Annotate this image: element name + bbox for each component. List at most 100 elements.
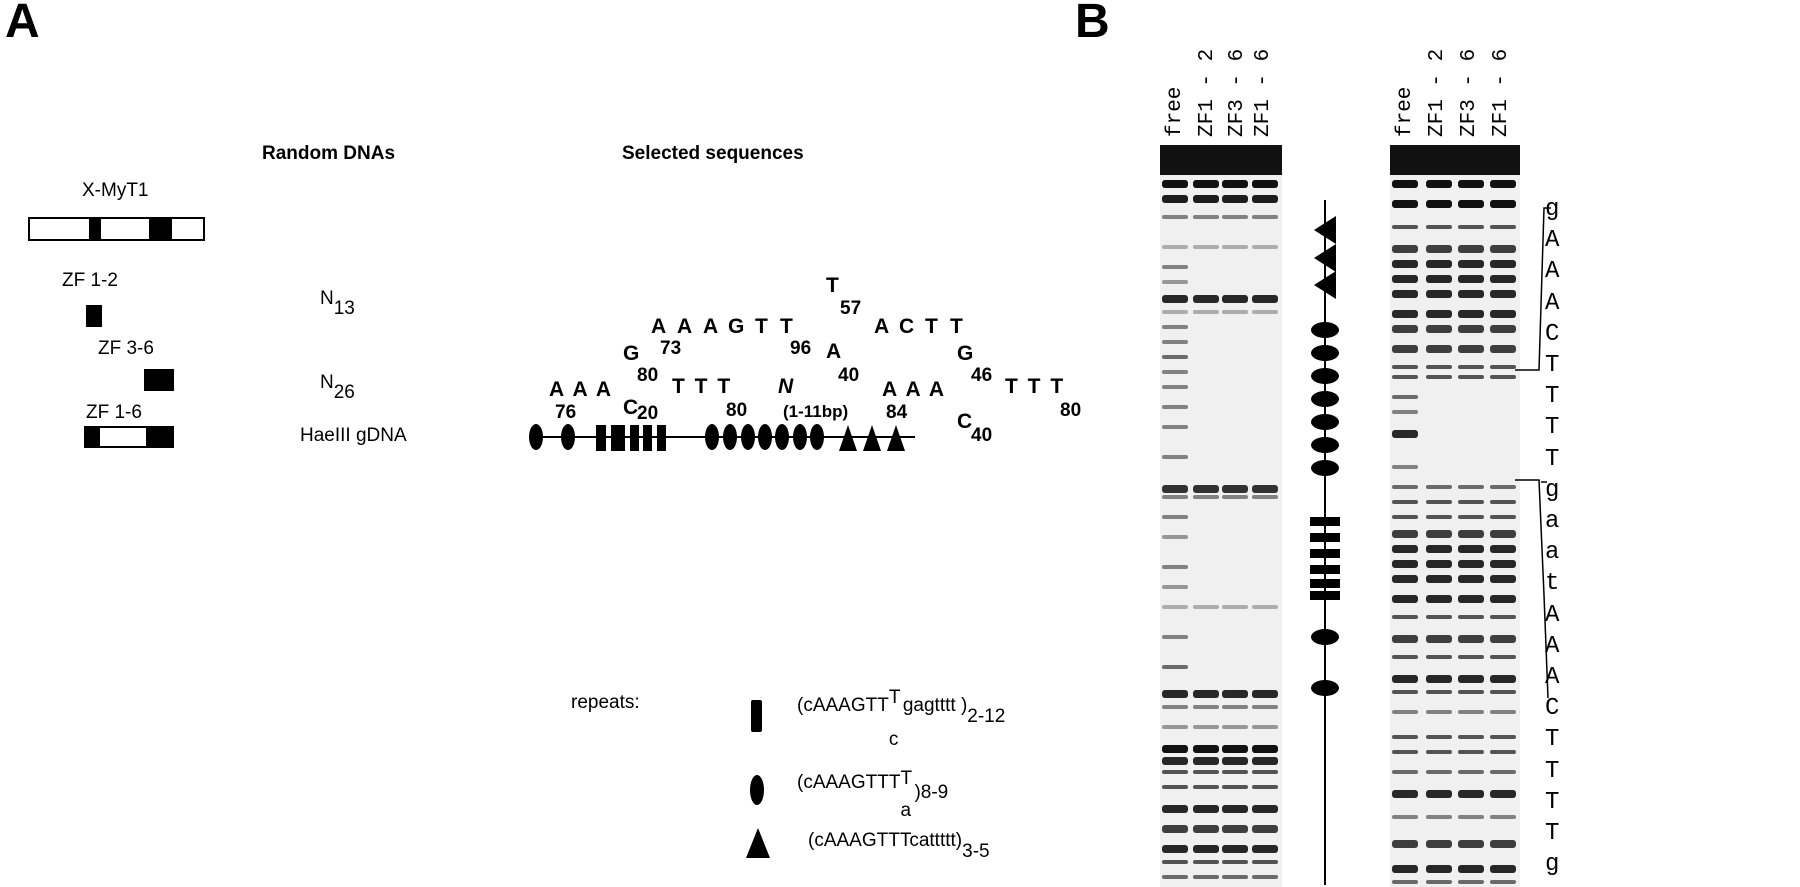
- gel-band: [1193, 805, 1219, 813]
- gel-band: [1162, 565, 1188, 569]
- ellipse-repeat-mark: [741, 424, 755, 450]
- gel-band: [1426, 735, 1452, 739]
- panel-label-b: B: [1075, 0, 1110, 48]
- gel-band: [1222, 757, 1248, 765]
- rectangle-repeat-mark: [1310, 549, 1340, 558]
- gel-band: [1252, 215, 1278, 219]
- rectangle-repeat-mark: [1310, 591, 1340, 600]
- gel-band: [1392, 560, 1418, 568]
- gel-band: [1490, 325, 1516, 333]
- gel-band: [1162, 845, 1188, 853]
- gel-band: [1222, 310, 1248, 314]
- header-random-dnas: Random DNAs: [262, 143, 396, 164]
- sequence-base: A: [1545, 227, 1560, 255]
- gel-band: [1252, 705, 1278, 709]
- random-n26: N26: [320, 372, 355, 403]
- gel-band: [1252, 825, 1278, 833]
- gel-band: [1490, 275, 1516, 283]
- gel-band: [1426, 310, 1452, 318]
- gel-band: [1426, 815, 1452, 819]
- rectangle-repeat-icon: [751, 700, 762, 732]
- lane-label-right: free: [1394, 86, 1417, 137]
- gel-band: [1162, 295, 1188, 303]
- gel-band: [1426, 770, 1452, 774]
- sequence-base: T: [1545, 414, 1560, 442]
- random-haeiii: HaeIII gDNA: [300, 425, 407, 446]
- gel-band: [1426, 365, 1452, 369]
- gel-band: [1426, 325, 1452, 333]
- gel-band: [1392, 345, 1418, 353]
- gel-band: [1162, 340, 1188, 344]
- ellipse-repeat-mark: [810, 424, 824, 450]
- gel-band: [1490, 310, 1516, 318]
- panel-label-a: A: [5, 0, 40, 48]
- repeats-label: repeats:: [571, 692, 640, 713]
- gel-band: [1392, 530, 1418, 538]
- construct-label-zf12: ZF 1-2: [62, 270, 118, 291]
- gel-band: [1252, 785, 1278, 789]
- gel-band: [1490, 690, 1516, 694]
- gel-band: [1162, 385, 1188, 389]
- gel-band: [1162, 370, 1188, 374]
- gel-band: [1162, 745, 1188, 753]
- gel-band: [1252, 725, 1278, 729]
- sequence-base: A: [1545, 664, 1560, 691]
- gel-band: [1193, 745, 1219, 753]
- sequence-base: T: [1545, 352, 1560, 379]
- lane-label-right: ZF1 - 6: [1490, 48, 1513, 137]
- gel-band: [1222, 745, 1248, 753]
- gel-band: [1222, 785, 1248, 789]
- gel-band: [1162, 785, 1188, 789]
- gel-band: [1392, 465, 1418, 469]
- zf36-block: [144, 369, 174, 391]
- sequence-base: A: [1545, 289, 1560, 317]
- gel-band: [1222, 215, 1248, 219]
- gel-band: [1392, 790, 1418, 798]
- gel-band: [1426, 750, 1452, 754]
- gel-band: [1162, 605, 1188, 609]
- gel-band: [1392, 225, 1418, 229]
- ellipse-repeat-mark: [1311, 368, 1339, 384]
- gel-band: [1490, 290, 1516, 298]
- gel-band: [1490, 365, 1516, 369]
- gel-band: [1490, 500, 1516, 504]
- gel-band: [1458, 290, 1484, 298]
- lane-label-left: ZF1 - 2: [1196, 48, 1219, 137]
- gel-band: [1222, 495, 1248, 499]
- gel-band: [1392, 635, 1418, 643]
- gel-band: [1392, 290, 1418, 298]
- gel-band: [1222, 845, 1248, 853]
- rectangle-repeat-mark: [611, 425, 625, 451]
- gel-band: [1392, 880, 1418, 884]
- gel-band: [1458, 675, 1484, 683]
- rectangle-repeat-mark: [1310, 565, 1340, 574]
- gel-band: [1392, 815, 1418, 819]
- repeat-brackets: [1515, 207, 1551, 699]
- gel-band: [1162, 875, 1188, 879]
- construct-label-zf36: ZF 3-6: [98, 338, 154, 359]
- gel-band: [1458, 365, 1484, 369]
- gel-band: [1426, 840, 1452, 848]
- gel-band: [1426, 260, 1452, 268]
- lane-label-left: ZF3 - 6: [1226, 48, 1249, 137]
- gel-band: [1458, 530, 1484, 538]
- gel-band: [1458, 375, 1484, 379]
- gel-band: [1162, 585, 1188, 589]
- gel-band: [1458, 275, 1484, 283]
- gel-band: [1222, 825, 1248, 833]
- gel-band: [1490, 595, 1516, 603]
- gel-band: [1458, 710, 1484, 714]
- sequence-base: T: [1545, 445, 1560, 473]
- gel-band: [1252, 745, 1278, 753]
- rectangle-repeat-mark: [643, 425, 652, 451]
- triangle-repeat-mark: [1314, 216, 1336, 244]
- gel-band: [1252, 245, 1278, 249]
- gel-band: [1392, 545, 1418, 553]
- sequence-base: g: [1545, 196, 1560, 223]
- gel-band: [1193, 195, 1219, 203]
- lane-label-right: ZF3 - 6: [1458, 48, 1481, 137]
- gel-band: [1252, 180, 1278, 188]
- gel-band: [1193, 875, 1219, 879]
- sequence-base: T: [1545, 383, 1560, 411]
- gel-band: [1162, 245, 1188, 249]
